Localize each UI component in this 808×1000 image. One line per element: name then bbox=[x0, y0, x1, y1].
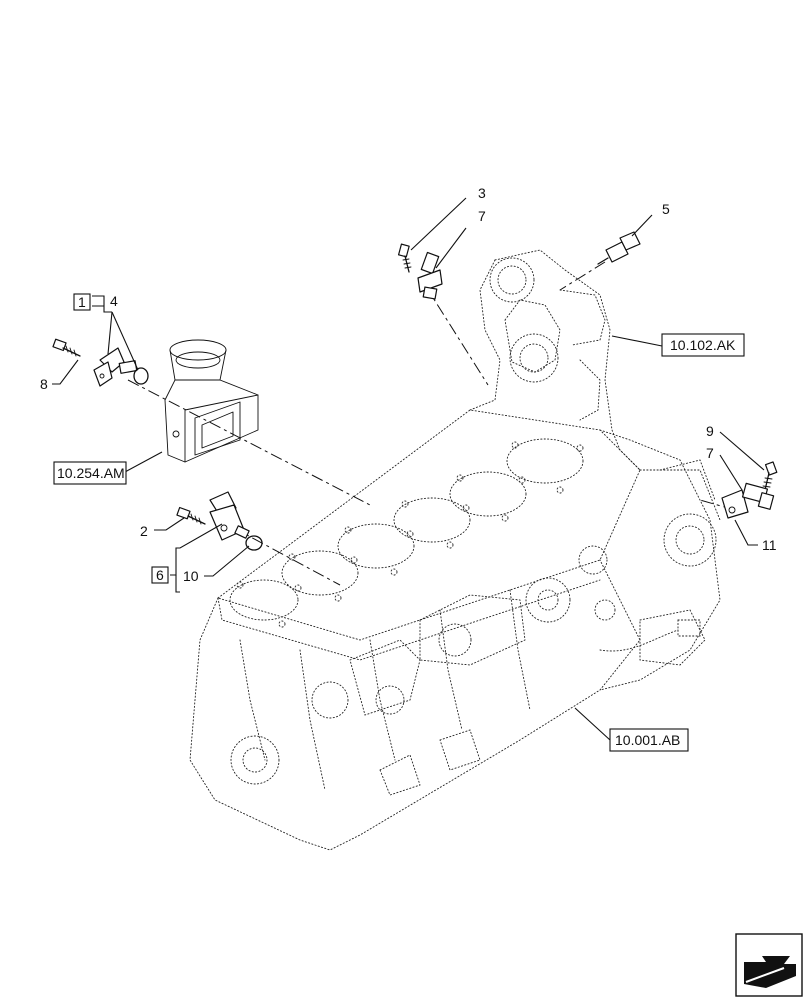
bolt-9 bbox=[762, 461, 778, 491]
o-ring-upper bbox=[133, 367, 149, 385]
callout-5: 5 bbox=[662, 201, 670, 217]
ref-flange: 10.254.AM bbox=[57, 465, 125, 481]
o-ring-lower bbox=[245, 535, 263, 551]
callout-1-box bbox=[73, 293, 91, 311]
sensor-7-top bbox=[417, 251, 443, 300]
callout-10: 10 bbox=[183, 568, 199, 584]
callout-3: 3 bbox=[478, 185, 486, 201]
sensor-4 bbox=[93, 347, 138, 387]
ref-cover: 10.102.AK bbox=[670, 337, 736, 353]
reference-boxes: 10.102.AK 10.254.AM 10.001.AB bbox=[53, 333, 745, 752]
sensor-6 bbox=[209, 491, 250, 541]
head-bolt-holes bbox=[236, 441, 584, 628]
callout-7-right: 7 bbox=[706, 445, 714, 461]
ref-box-flange bbox=[53, 461, 127, 485]
callout-4: 4 bbox=[110, 293, 118, 309]
callout-8: 8 bbox=[40, 376, 48, 392]
callout-numbers: 3 7 5 1 4 8 2 6 10 9 7 11 bbox=[40, 185, 777, 584]
callout-1: 1 bbox=[78, 294, 86, 310]
bolt-2 bbox=[176, 506, 206, 525]
assembly-center-lines bbox=[127, 261, 736, 586]
leader-lines bbox=[52, 197, 765, 741]
intake-flange bbox=[164, 339, 259, 463]
ref-block: 10.001.AB bbox=[615, 732, 680, 748]
callout-6-box bbox=[151, 566, 169, 584]
arrow-icon bbox=[735, 933, 803, 997]
bolt-8 bbox=[52, 338, 81, 357]
callout-2: 2 bbox=[140, 523, 148, 539]
bolt-3 bbox=[397, 243, 412, 273]
callout-11: 11 bbox=[762, 537, 777, 553]
callout-9: 9 bbox=[706, 423, 714, 439]
engine-block bbox=[189, 249, 721, 851]
callout-7-top: 7 bbox=[478, 208, 486, 224]
ref-box-block bbox=[609, 728, 689, 752]
sensor-11 bbox=[721, 482, 775, 519]
callout-6: 6 bbox=[156, 567, 164, 583]
sensor-5 bbox=[597, 231, 641, 265]
ref-box-cover bbox=[661, 333, 745, 357]
